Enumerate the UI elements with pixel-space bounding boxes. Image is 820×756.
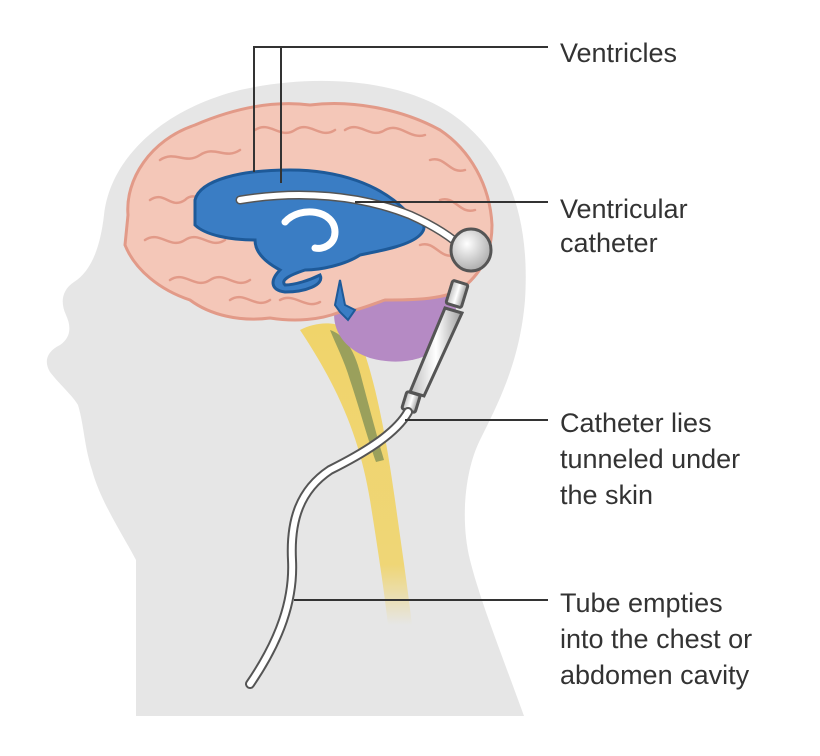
label-ventricles: Ventricles bbox=[560, 38, 677, 68]
brainstem bbox=[330, 330, 384, 462]
distal-catheter-core bbox=[247, 409, 411, 687]
label-tube-empties-2: into the chest or bbox=[560, 624, 752, 654]
shunt-valve bbox=[400, 279, 470, 414]
label-tube-empties-3: abdomen cavity bbox=[560, 660, 750, 690]
fourth-ventricle bbox=[333, 279, 357, 322]
brain-gyri bbox=[143, 125, 477, 306]
ventricular-catheter-core bbox=[237, 192, 468, 253]
leader-lines bbox=[253, 46, 548, 601]
label-ventricular-catheter-2: catheter bbox=[560, 228, 658, 258]
label-catheter-tunneled-2: tunneled under bbox=[560, 444, 740, 474]
label-catheter-tunneled-1: Catheter lies bbox=[560, 408, 712, 438]
leader-ventricles bbox=[253, 46, 548, 172]
label-catheter-tunneled-3: the skin bbox=[560, 480, 653, 510]
spinal-cord bbox=[300, 323, 412, 625]
label-tube-empties-1: Tube empties bbox=[560, 588, 723, 618]
label-ventricular-catheter-1: Ventricular bbox=[560, 194, 688, 224]
ventricle-inner bbox=[281, 208, 339, 252]
shunt-valve-bulb bbox=[449, 227, 493, 273]
